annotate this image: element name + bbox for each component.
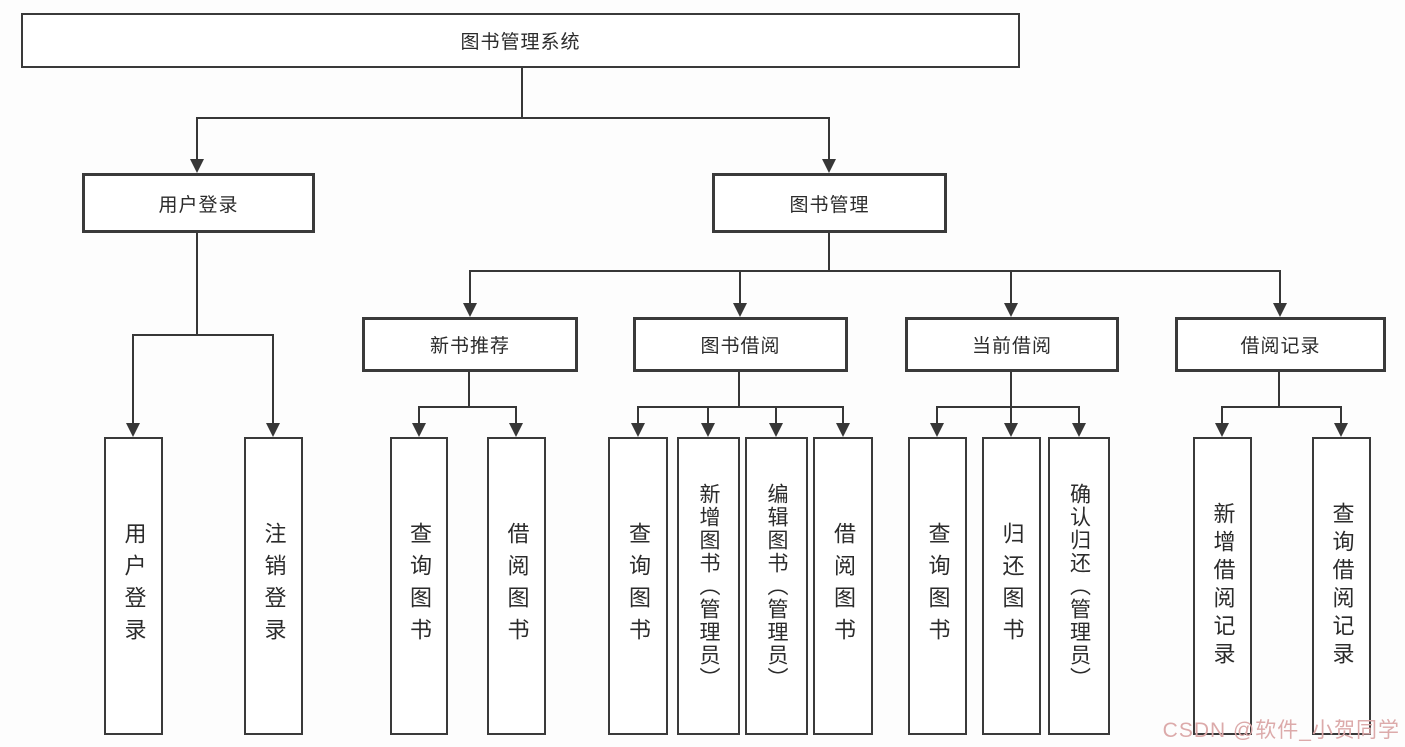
node-book-mgmt-label: 图书管理 (789, 194, 870, 216)
connector-line (1010, 372, 1012, 408)
leaf-cur-query-book: 查询图书 (908, 437, 967, 735)
leaf-rec-borrow-book: 借阅图书 (487, 437, 546, 735)
connector-line (132, 334, 134, 425)
connector-line (1221, 406, 1342, 408)
leaf-bor-query-book-label: 查询图书 (626, 522, 651, 650)
connector-line (738, 372, 740, 408)
leaf-add-borrow-record-label: 新增借阅记录 (1210, 502, 1236, 670)
leaf-user-login-label: 用户登录 (121, 522, 147, 650)
connector-line (196, 117, 198, 161)
arrow-down-icon (126, 423, 140, 437)
leaf-bor-add-book-label: 新增图书（管理员） (697, 482, 720, 690)
connector-line (418, 406, 420, 425)
arrow-down-icon (769, 423, 783, 437)
arrow-down-icon (1273, 303, 1287, 317)
node-user-login-label: 用户登录 (158, 194, 239, 216)
node-borrow-record: 借阅记录 (1175, 317, 1386, 372)
connector-line (1278, 372, 1280, 408)
connector-line (936, 406, 1079, 408)
connector-line (637, 406, 844, 408)
arrow-down-icon (412, 423, 426, 437)
connector-line (1010, 270, 1012, 305)
connector-line (828, 117, 830, 161)
arrow-down-icon (266, 423, 280, 437)
arrow-down-icon (1004, 303, 1018, 317)
arrow-down-icon (930, 423, 944, 437)
leaf-user-login: 用户登录 (104, 437, 163, 735)
connector-line (1078, 406, 1080, 425)
connector-line (196, 117, 830, 119)
connector-line (418, 406, 517, 408)
arrow-down-icon (509, 423, 523, 437)
connector-line (468, 372, 470, 408)
leaf-cur-confirm-return: 确认归还（管理员） (1048, 437, 1110, 735)
arrow-down-icon (1215, 423, 1229, 437)
connector-line (775, 406, 777, 425)
node-new-book-rec-label: 新书推荐 (429, 336, 510, 357)
leaf-logout: 注销登录 (244, 437, 303, 735)
arrow-down-icon (701, 423, 715, 437)
leaf-cur-confirm-return-label: 确认归还（管理员） (1067, 482, 1091, 690)
leaf-bor-borrow-book-label: 借阅图书 (831, 522, 856, 650)
connector-line (1221, 406, 1223, 425)
node-borrow-record-label: 借阅记录 (1240, 336, 1321, 357)
leaf-rec-query-book: 查询图书 (390, 437, 448, 735)
connector-line (936, 406, 938, 425)
leaf-cur-return-book-label: 归还图书 (999, 522, 1025, 650)
leaf-rec-query-book-label: 查询图书 (407, 522, 432, 650)
connector-line (521, 68, 523, 119)
connector-line (469, 270, 471, 305)
leaf-bor-query-book: 查询图书 (608, 437, 668, 735)
connector-line (469, 270, 1281, 272)
leaf-cur-query-book-label: 查询图书 (925, 522, 951, 650)
leaf-query-borrow-record-label: 查询借阅记录 (1329, 502, 1355, 670)
connector-line (196, 233, 198, 336)
arrow-down-icon (463, 303, 477, 317)
connector-line (515, 406, 517, 425)
arrow-down-icon (836, 423, 850, 437)
connector-line (739, 270, 741, 305)
connector-line (842, 406, 844, 425)
connector-line (1279, 270, 1281, 305)
leaf-bor-edit-book: 编辑图书（管理员） (745, 437, 808, 735)
arrow-down-icon (1072, 423, 1086, 437)
leaf-bor-add-book: 新增图书（管理员） (677, 437, 740, 735)
node-current-borrow-label: 当前借阅 (971, 336, 1052, 357)
node-root-label: 图书管理系统 (460, 32, 581, 53)
connector-line (637, 406, 639, 425)
leaf-add-borrow-record: 新增借阅记录 (1193, 437, 1252, 735)
leaf-rec-borrow-book-label: 借阅图书 (504, 522, 530, 650)
connector-line (828, 233, 830, 272)
arrow-down-icon (190, 159, 204, 173)
node-book-borrow-label: 图书借阅 (700, 336, 781, 357)
connector-line (272, 334, 274, 425)
node-root: 图书管理系统 (21, 13, 1020, 68)
node-book-borrow: 图书借阅 (633, 317, 848, 372)
leaf-bor-edit-book-label: 编辑图书（管理员） (765, 482, 788, 690)
watermark: CSDN @软件_小贺同学 (1162, 719, 1400, 742)
arrow-down-icon (822, 159, 836, 173)
connector-line (132, 334, 274, 336)
leaf-cur-return-book: 归还图书 (982, 437, 1041, 735)
arrow-down-icon (733, 303, 747, 317)
arrow-down-icon (631, 423, 645, 437)
node-current-borrow: 当前借阅 (905, 317, 1119, 372)
arrow-down-icon (1004, 423, 1018, 437)
connector-line (1010, 406, 1012, 425)
node-new-book-rec: 新书推荐 (362, 317, 578, 372)
arrow-down-icon (1334, 423, 1348, 437)
leaf-logout-label: 注销登录 (261, 522, 287, 650)
node-book-mgmt: 图书管理 (712, 173, 947, 233)
connector-line (707, 406, 709, 425)
node-user-login: 用户登录 (82, 173, 315, 233)
leaf-query-borrow-record: 查询借阅记录 (1312, 437, 1371, 735)
connector-line (1340, 406, 1342, 425)
leaf-bor-borrow-book: 借阅图书 (813, 437, 873, 735)
